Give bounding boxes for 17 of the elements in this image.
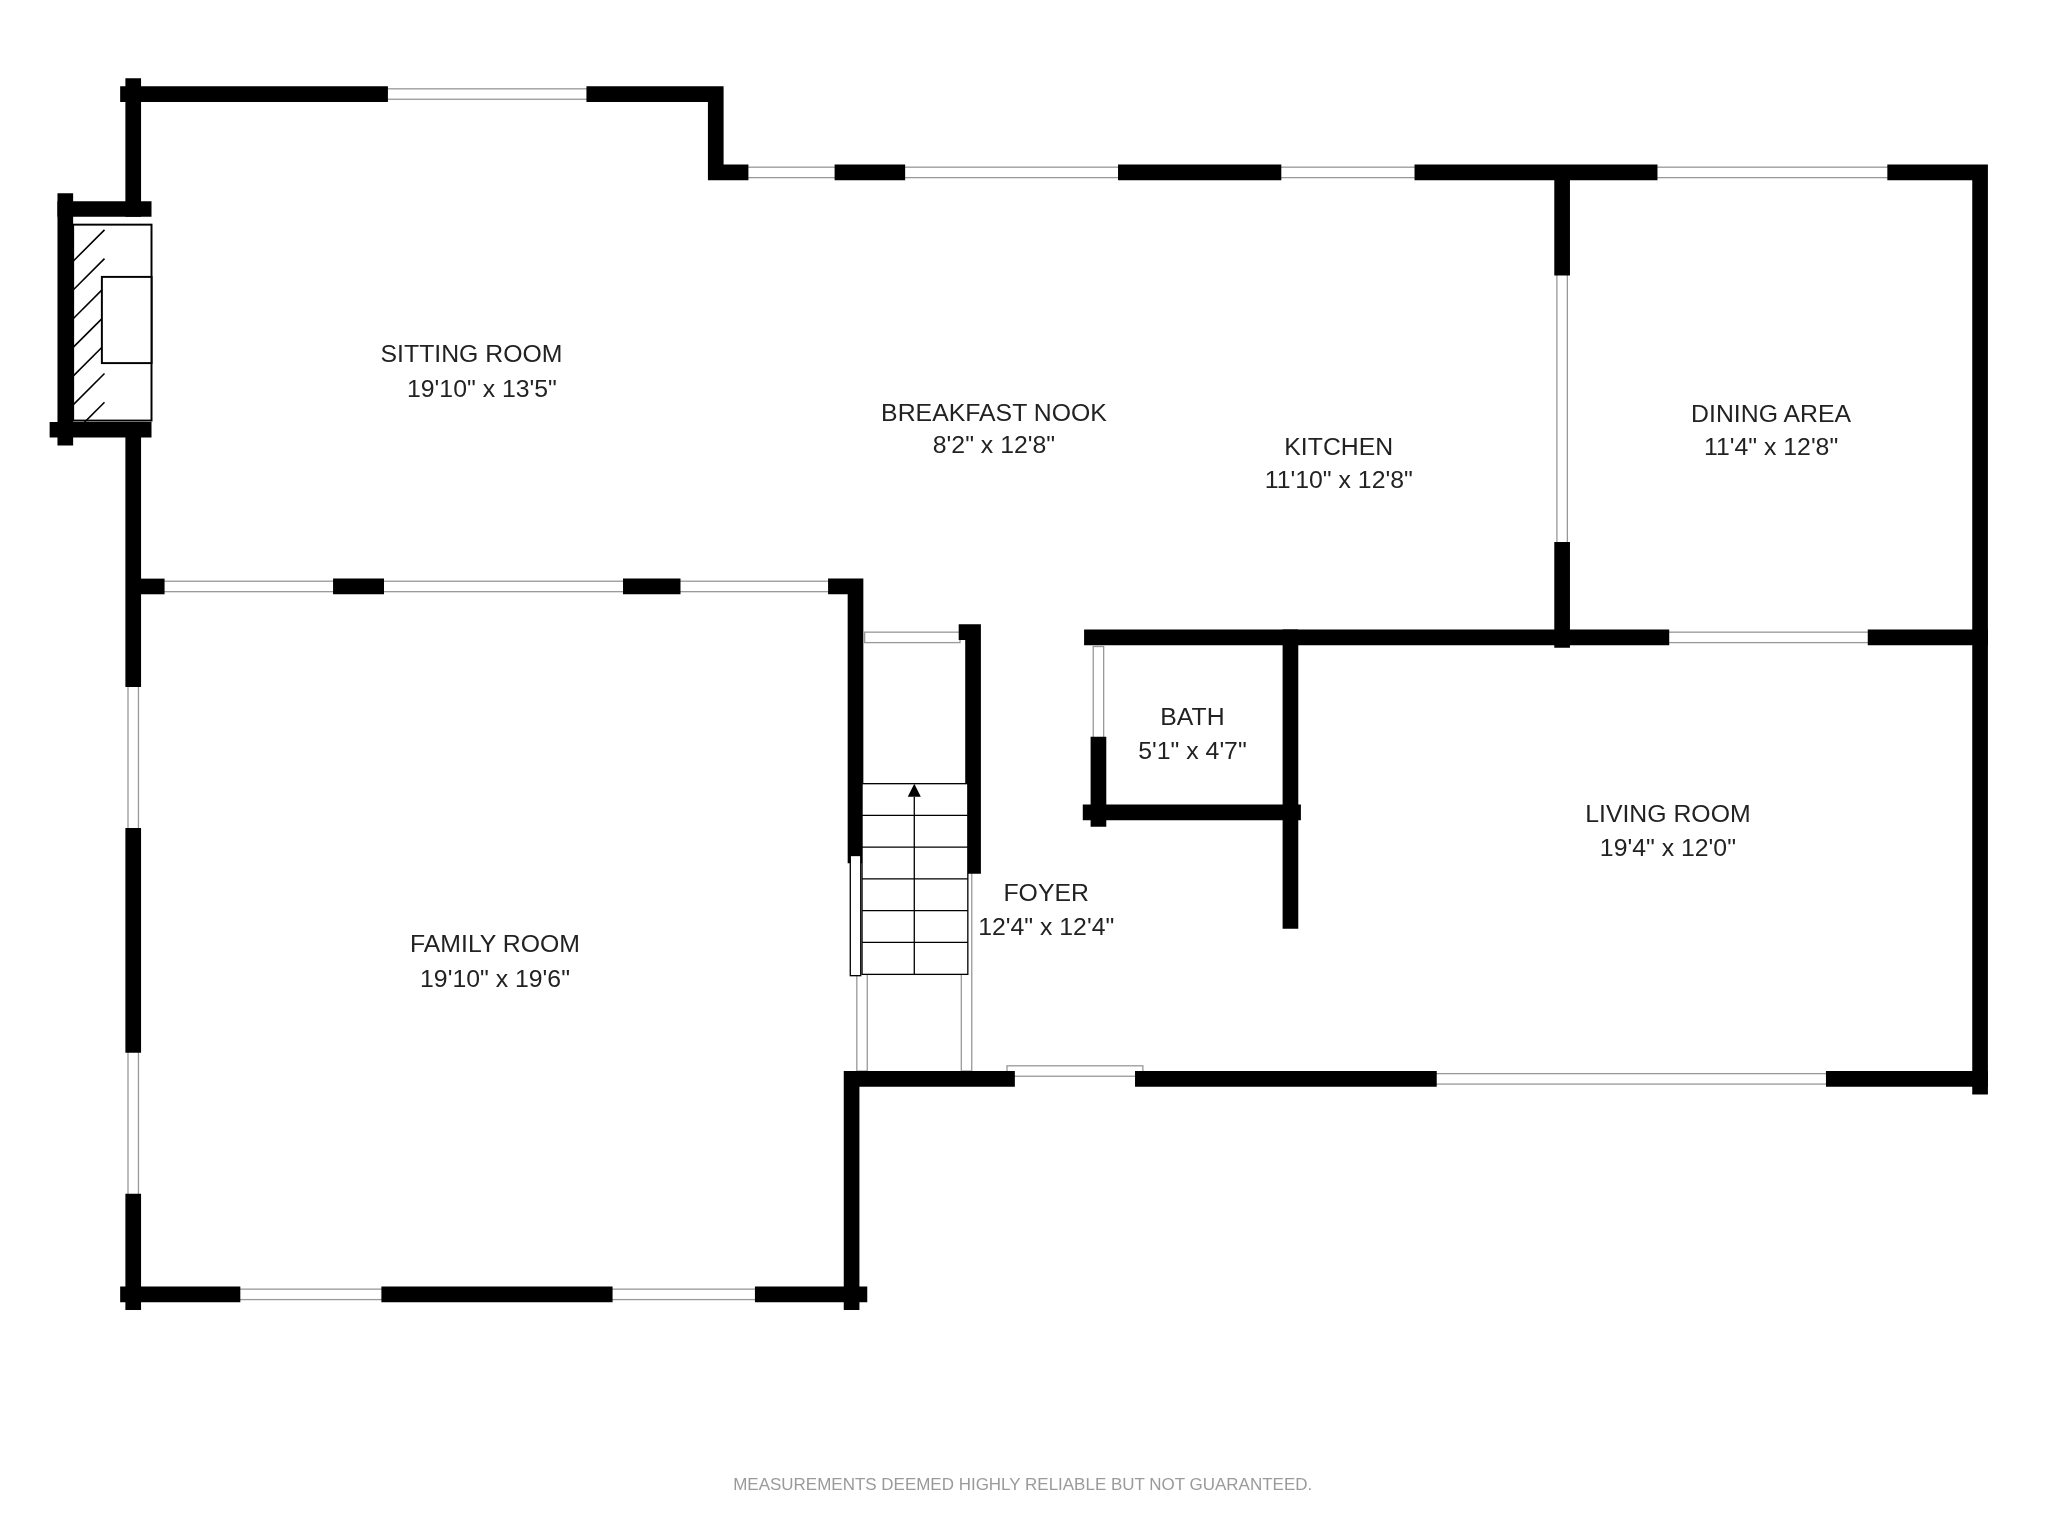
room-dimensions: 19'10" x 13'5" xyxy=(407,374,557,404)
room-name: DINING AREA xyxy=(1691,399,1852,429)
room-name: LIVING ROOM xyxy=(1585,799,1751,829)
room-name: SITTING ROOM xyxy=(380,339,563,369)
room-name: BREAKFAST NOOK xyxy=(881,398,1107,428)
room-name: KITCHEN xyxy=(1284,432,1394,462)
disclaimer-note: MEASUREMENTS DEEMED HIGHLY RELIABLE BUT NOT GUARANTEED. xyxy=(733,1473,1313,1494)
room-name: FOYER xyxy=(1003,879,1089,908)
room-name: BATH xyxy=(1160,702,1225,732)
room-dimensions: 12'4" x 12'4" xyxy=(978,913,1115,942)
room-dimensions: 8'2" x 12'8" xyxy=(932,431,1056,460)
room-dimensions: 11'10" x 12'8" xyxy=(1264,466,1413,495)
room-dimensions: 11'4" x 12'8" xyxy=(1703,432,1839,462)
room-dimensions: 5'1" x 4'7" xyxy=(1138,736,1247,766)
room-dimensions: 19'4" x 12'0" xyxy=(1599,833,1736,863)
room-name: FAMILY ROOM xyxy=(410,929,581,959)
room-dimensions: 19'10" x 19'6" xyxy=(420,965,570,994)
